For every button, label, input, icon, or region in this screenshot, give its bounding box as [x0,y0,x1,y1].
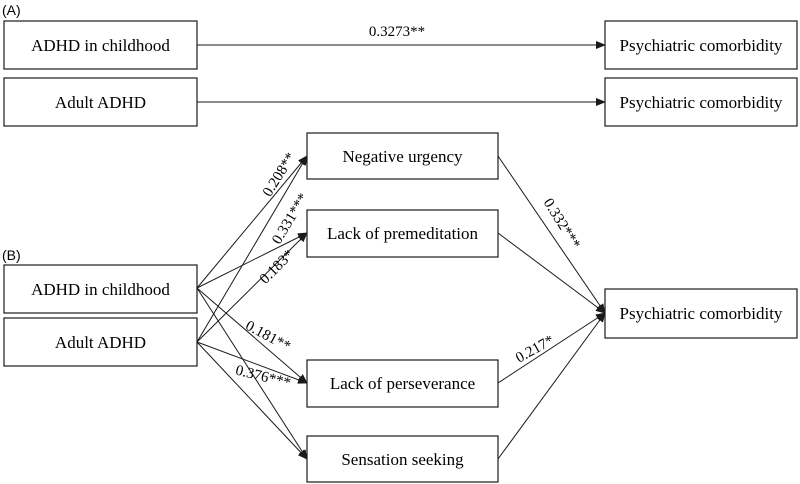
edge-sensation-seeking-outcome [497,312,606,460]
panel-a-adult-box [3,77,198,127]
mediator-lack-of-perseverance-label: Lack of perseverance [330,374,475,393]
coef-adult-negative-urgency: 0.208** [260,150,299,200]
panel-a-outcome-box-1 [604,20,798,70]
panel-a-label: (A) [2,2,21,18]
panel-a-childhood-box [3,20,198,70]
panel-a-childhood-coef: 0.3273** [369,24,425,40]
edge-adult-lack-of-premeditation [196,232,308,343]
mediator-negative-urgency-box [306,132,499,180]
mediator-lack-of-premeditation-box [306,209,499,258]
coef-childhood-negative-urgency: 0.331*** [269,191,312,247]
mediator-edges [497,155,606,460]
panel-a-outcome-label-1: Psychiatric comorbidity [620,36,783,55]
edge-childhood-negative-urgency [196,155,308,289]
panel-a-childhood-label: ADHD in childhood [31,36,170,55]
outcome-label: Psychiatric comorbidity [620,304,783,323]
edge-childhood-lack-of-perseverance [196,287,308,384]
edge-adult-sensation-seeking [196,341,308,460]
edge-adult-lack-of-perseverance [196,341,308,384]
predictor-childhood-label: ADHD in childhood [31,280,170,299]
mediator-negative-urgency-label: Negative urgency [342,147,463,166]
edge-childhood-lack-of-premeditation [196,232,308,289]
edge-lack-of-perseverance-outcome [497,312,606,384]
coef-negative-urgency-outcome: 0.332*** [540,196,583,252]
mediator-sensation-seeking-box [306,435,499,483]
coef-lack-of-perseverance-outcome: 0.217* [513,333,557,367]
mediator-lack-of-perseverance-box [306,359,499,408]
predictor-childhood-box [3,264,198,314]
edge-lack-of-premeditation-outcome [497,232,606,314]
panel-a-row-adult: Adult ADHD Psychiatric comorbidity [3,77,798,127]
coef-childhood-lack-of-premeditation: 0.183* [257,247,297,287]
outcome-box [604,288,798,339]
panel-a-outcome-box-2 [604,77,798,127]
panel-a-adult-label: Adult ADHD [55,93,146,112]
predictor-adult-box [3,317,198,367]
edge-adult-negative-urgency [196,155,308,343]
panel-b-label: (B) [2,247,21,263]
predictor-edges [196,155,308,460]
mediator-sensation-seeking-label: Sensation seeking [341,450,464,469]
panel-a-row-childhood: ADHD in childhood 0.3273** Psychiatric c… [3,20,798,70]
mediator-lack-of-premeditation-label: Lack of premeditation [327,224,479,243]
edge-childhood-sensation-seeking [196,287,308,460]
predictor-adult-label: Adult ADHD [55,333,146,352]
panel-a-outcome-label-2: Psychiatric comorbidity [620,93,783,112]
edge-negative-urgency-outcome [497,155,606,314]
